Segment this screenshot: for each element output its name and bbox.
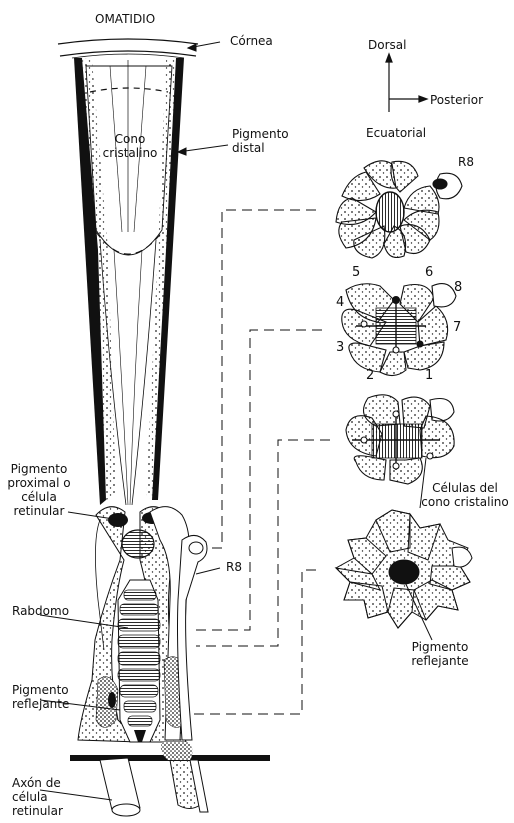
axons [100,742,208,816]
rhabdom-stack [118,580,160,742]
diagram-title: OMATIDIO [95,12,155,26]
cell-number-1: 1 [425,368,433,383]
cross-section-2 [342,284,456,376]
label-cornea: Córnea [230,34,273,48]
cell-number-3: 3 [336,340,344,355]
label-pigmento-reflejante-right: Pigmento reflejante [400,640,480,668]
label-r8-left: R8 [226,560,242,574]
label-rabdomo: Rabdomo [12,604,69,618]
cell-number-2: 2 [366,368,374,383]
label-pigmento-reflejante-left: Pigmento reflejante [12,683,82,711]
ommatidium-body [74,58,207,742]
label-ecuatorial: Ecuatorial [366,126,426,140]
cell-number-8: 8 [454,280,462,295]
label-posterior: Posterior [430,93,483,107]
label-pigmento-distal: Pigmento distal [232,127,304,155]
label-pigmento-proximal: Pigmento proximal o célula retinular [4,462,74,518]
label-dorsal: Dorsal [368,38,406,52]
label-r8-right: R8 [458,155,474,169]
cell-number-6: 6 [425,265,433,280]
cell-number-5: 5 [352,265,360,280]
orientation-arrows [386,54,427,112]
cross-section-4 [336,510,472,628]
label-axon: Axón de célula retinular [12,776,74,818]
cell-number-4: 4 [336,295,344,310]
cross-section-3 [346,395,454,484]
cell-number-7: 7 [453,320,461,335]
label-cono-cristalino: Cono cristalino [96,132,164,160]
cross-section-1 [336,161,462,258]
dashed-connectors [190,210,330,714]
label-celulas-cono: Células del cono cristalino [420,481,510,509]
